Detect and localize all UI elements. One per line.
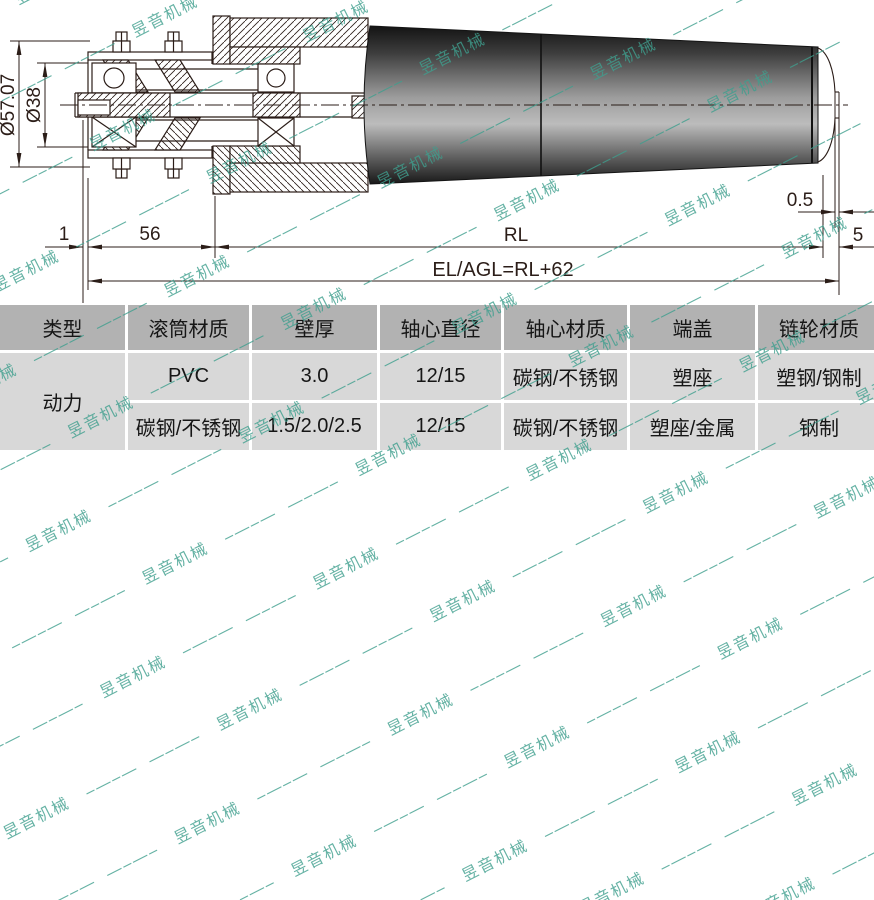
- spec-table: 类型 滚筒材质 壁厚 轴心直径 轴心材质 端盖 链轮材质 动力 PVC 3.0 …: [0, 305, 874, 450]
- watermark-text: —–—– 昱音机械 –—–— —–—– 昱音机械 –—–— —–—– 昱音机械 …: [25, 445, 874, 900]
- col-header-end-cap: 端盖: [630, 305, 755, 350]
- dim-label-outer-diameter: Ø57.07: [0, 74, 19, 136]
- watermark-text: —–—– 昱音机械 –—–— —–—– 昱音机械 –—–— —–—– 昱音机械 …: [0, 372, 874, 900]
- col-header-wall-thickness: 壁厚: [252, 305, 377, 350]
- cell-row1-end-cap: 塑座: [630, 353, 755, 400]
- cell-row2-end-cap: 塑座/金属: [630, 403, 755, 450]
- cell-row1-tube-material: PVC: [128, 353, 249, 400]
- roller-technical-drawing: Ø57.07 Ø38 1 56 RL 0.5 5 EL/AGL=RL+62: [0, 15, 874, 303]
- dimension-lines: [10, 40, 874, 303]
- dim-label-inner-diameter: Ø38: [24, 87, 45, 123]
- col-header-shaft-material: 轴心材质: [504, 305, 627, 350]
- col-header-shaft-diameter: 轴心直径: [380, 305, 501, 350]
- cell-row1-sprocket-material: 塑钢/钢制: [758, 353, 874, 400]
- cell-row2-shaft-diameter: 12/15: [380, 403, 501, 450]
- dim-label-roller-length: RL: [504, 225, 528, 246]
- col-header-sprocket-material: 链轮材质: [758, 305, 874, 350]
- cell-row2-shaft-material: 碳钢/不锈钢: [504, 403, 627, 450]
- cell-row2-sprocket-material: 钢制: [758, 403, 874, 450]
- dim-label-formula: EL/AGL=RL+62: [432, 259, 573, 281]
- col-header-type: 类型: [0, 305, 125, 350]
- dim-label-tip-clearance: 0.5: [787, 190, 813, 211]
- dim-label-shaft-protrusion: 5: [853, 225, 864, 246]
- dim-label-left-gap: 1: [59, 224, 70, 245]
- cell-row1-shaft-material: 碳钢/不锈钢: [504, 353, 627, 400]
- bearing-lower-left: [91, 116, 137, 148]
- bearing-lower-right: [257, 117, 295, 147]
- cell-row1-wall-thickness: 3.0: [252, 353, 377, 400]
- col-header-tube-material: 滚筒材质: [128, 305, 249, 350]
- bearing-upper-right: [257, 63, 295, 93]
- dim-label-head-length: 56: [139, 224, 160, 245]
- cell-row1-shaft-diameter: 12/15: [380, 353, 501, 400]
- cell-row2-wall-thickness: 1.5/2.0/2.5: [252, 403, 377, 450]
- cell-row2-tube-material: 碳钢/不锈钢: [128, 403, 249, 450]
- dimension-labels: Ø57.07 Ø38 1 56 RL 0.5 5 EL/AGL=RL+62: [0, 74, 863, 281]
- cell-type-power: 动力: [0, 353, 125, 450]
- bearing-upper-left: [91, 62, 137, 94]
